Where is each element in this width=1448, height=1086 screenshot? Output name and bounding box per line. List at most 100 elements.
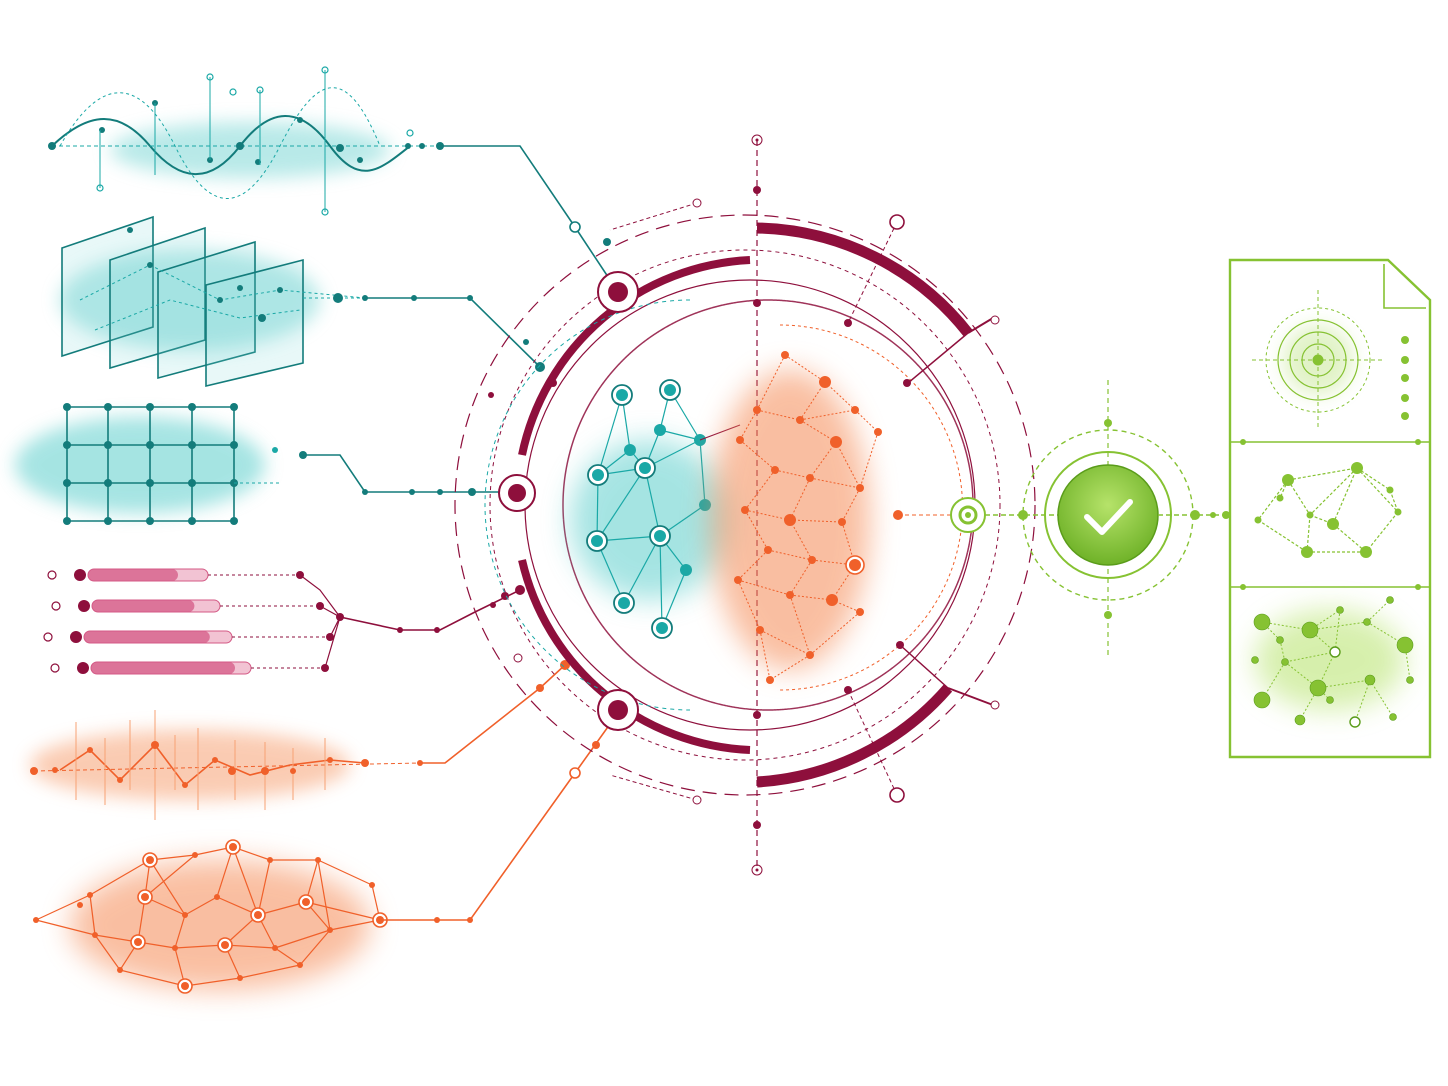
cluster-node <box>592 469 604 481</box>
processing-core <box>454 134 1036 876</box>
cluster-node <box>654 530 666 542</box>
cluster-edge <box>831 564 856 601</box>
grid-node <box>146 479 154 487</box>
bar-node <box>78 600 90 612</box>
grid-node <box>63 441 71 449</box>
cluster-edge <box>644 467 661 537</box>
network-node <box>297 962 303 968</box>
network-edge <box>1365 511 1399 553</box>
network-edge <box>1306 514 1311 553</box>
grid-node <box>230 517 238 525</box>
cluster-node <box>734 576 742 584</box>
grid-node <box>188 441 196 449</box>
cluster-edge <box>784 354 826 383</box>
cluster-node <box>826 594 838 606</box>
cluster-edge <box>809 441 837 479</box>
grid-matrix-panel <box>15 403 307 525</box>
scatter-point <box>1406 676 1414 684</box>
cluster-edge <box>699 439 706 506</box>
network-node <box>77 902 83 908</box>
network-node <box>1360 546 1372 558</box>
grid-node <box>188 517 196 525</box>
cluster-node <box>654 424 666 436</box>
cluster-node <box>741 506 749 514</box>
scatter-point <box>1386 596 1394 604</box>
scatter-point <box>1396 636 1414 654</box>
bar-node <box>74 569 86 581</box>
grid-node <box>188 403 196 411</box>
network-edge <box>89 894 96 936</box>
cluster-edge <box>744 469 776 511</box>
cluster-node <box>796 416 804 424</box>
cluster-node <box>874 428 882 436</box>
cluster-edge <box>824 381 856 411</box>
scatter-edge <box>1334 609 1341 653</box>
network-edge <box>299 929 331 966</box>
cluster-edge <box>799 409 856 421</box>
grid-node <box>104 517 112 525</box>
core-output-connector <box>893 497 1058 533</box>
scatter-point <box>1294 714 1306 726</box>
scatter-point <box>1389 713 1397 721</box>
network-node <box>141 893 149 901</box>
network-node <box>1276 494 1284 502</box>
network-node <box>327 927 333 933</box>
network-edge <box>149 859 186 916</box>
output-document <box>1228 258 1432 759</box>
cluster-node <box>680 564 692 576</box>
network-node <box>117 967 123 973</box>
cluster-node <box>856 484 864 492</box>
bar-node <box>70 631 82 643</box>
scatter-point <box>1349 716 1361 728</box>
network-edge <box>239 964 301 979</box>
cluster-edge <box>759 629 811 656</box>
scatter-point <box>1326 696 1334 704</box>
grid-node <box>146 403 154 411</box>
network-edge <box>1309 467 1358 516</box>
network-edge <box>257 859 271 916</box>
cluster-edge <box>859 431 879 489</box>
network-node <box>1394 508 1402 516</box>
bar-fill <box>91 662 235 674</box>
network-edge <box>317 859 373 886</box>
cluster-node <box>616 389 628 401</box>
target-icon <box>1252 290 1409 430</box>
grid-node <box>63 403 71 411</box>
scatter-edge <box>1369 679 1394 718</box>
cluster-node <box>856 608 864 616</box>
network-edge <box>1356 467 1391 491</box>
cluster-edge <box>809 611 861 656</box>
network-edge <box>1332 467 1358 525</box>
network-edge <box>35 894 91 921</box>
network-edge <box>1287 479 1311 516</box>
cluster-edge <box>789 519 843 523</box>
network-edge <box>35 919 96 936</box>
cluster-edge <box>739 409 758 441</box>
network-edge <box>174 914 186 949</box>
grid-node <box>146 441 154 449</box>
cluster-edge <box>809 477 861 489</box>
network-node <box>302 898 310 906</box>
cluster-edge <box>737 579 791 596</box>
scatter-point <box>1301 621 1319 639</box>
bar-node <box>77 662 89 674</box>
network-edge <box>1287 467 1358 481</box>
cluster-edge <box>756 409 801 421</box>
network-node <box>1301 546 1313 558</box>
network-node <box>1327 518 1339 530</box>
bar-merge-line <box>319 605 341 638</box>
network-edge <box>184 896 218 916</box>
network-node <box>192 852 198 858</box>
network-node <box>87 892 93 898</box>
grid-node <box>230 403 238 411</box>
network-node <box>92 932 98 938</box>
scatter-point <box>1329 646 1341 658</box>
network-edge <box>1356 467 1399 513</box>
network-node <box>181 982 189 990</box>
bar-fill <box>92 600 195 612</box>
cluster-edge <box>799 381 826 421</box>
cluster-node <box>699 499 711 511</box>
scatter-edge <box>1284 651 1336 663</box>
network-edge <box>1257 479 1289 521</box>
